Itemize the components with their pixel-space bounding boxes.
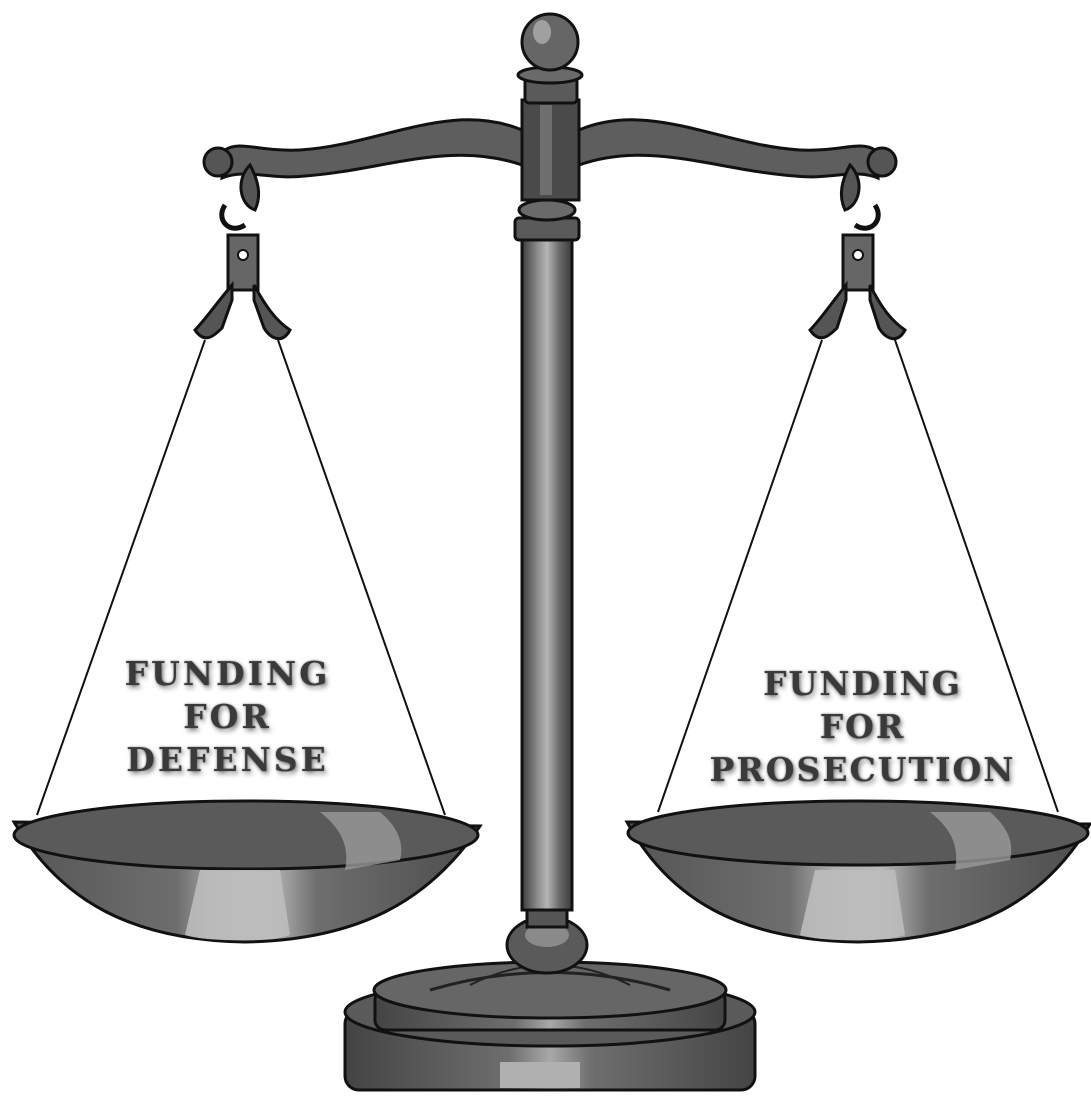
right-label-line-1: FUNDING (690, 662, 1035, 705)
left-label-line-3: DEFENSE (100, 738, 355, 781)
right-hanger (810, 165, 905, 339)
left-label-line-1: FUNDING (100, 652, 355, 695)
left-label-line-2: FOR (100, 695, 355, 738)
left-hanger (195, 165, 290, 339)
center-pole (515, 14, 582, 910)
pole-foot (507, 905, 587, 973)
right-label-line-2: FOR (690, 705, 1035, 748)
right-label-line-3: PROSECUTION (690, 748, 1035, 791)
scale-base (345, 962, 755, 1090)
left-pan (14, 801, 480, 942)
left-pan-label: FUNDING FOR DEFENSE (100, 652, 355, 781)
right-pan-label: FUNDING FOR PROSECUTION (690, 662, 1035, 791)
right-pan (627, 801, 1090, 942)
